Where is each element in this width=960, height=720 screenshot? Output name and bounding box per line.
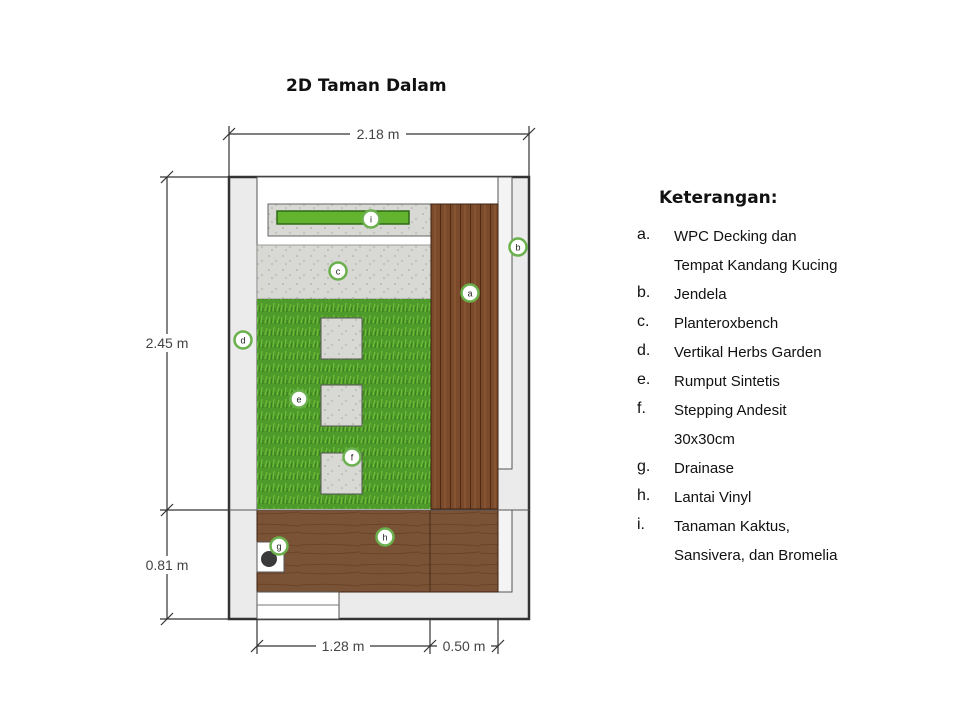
legend-text: Planteroxbench — [674, 315, 779, 332]
vinyl-floor — [256, 509, 499, 593]
legend-item-b: b. Jendela — [637, 284, 937, 313]
legend-item-d: d. Vertikal Herbs Garden — [637, 342, 937, 371]
plan-title: 2D Taman Dalam — [286, 76, 447, 96]
window-lower — [497, 509, 513, 593]
marker-e: e — [289, 389, 309, 409]
marker-i: i — [361, 209, 381, 229]
legend-letter: d. — [637, 342, 651, 359]
legend-text: Lantai Vinyl — [674, 489, 752, 506]
svg-text:b: b — [515, 243, 520, 253]
window — [497, 176, 513, 470]
legend-text: Vertikal Herbs Garden — [674, 344, 822, 361]
legend-letter: f. — [637, 400, 646, 417]
legend-item-i: i. Tanaman Kaktus, — [637, 516, 937, 545]
svg-text:a: a — [467, 289, 472, 299]
legend-text: Drainase — [674, 460, 735, 477]
svg-text:g: g — [276, 542, 281, 552]
legend-text: Rumput Sintetis — [674, 373, 780, 390]
svg-text:h: h — [382, 533, 387, 543]
dimension-bottom-right-label: 0.50 m — [443, 638, 486, 654]
legend-item-a: a. WPC Decking dan — [637, 226, 937, 255]
svg-text:d: d — [240, 336, 245, 346]
legend-letter: e. — [637, 371, 651, 388]
legend-letter: h. — [637, 487, 651, 504]
marker-g: g — [269, 536, 289, 556]
marker-b: b — [508, 237, 528, 257]
legend-letter: g. — [637, 458, 651, 475]
legend-text: 30x30cm — [674, 431, 735, 448]
legend-letter: c. — [637, 313, 650, 330]
wpc-decking — [430, 203, 499, 510]
marker-d: d — [233, 330, 253, 350]
drainage-icon — [261, 551, 277, 567]
marker-f: f — [342, 447, 362, 467]
legend-text: Tempat Kandang Kucing — [674, 257, 838, 274]
legend-text: WPC Decking dan — [674, 228, 797, 245]
svg-text:i: i — [370, 215, 372, 225]
legend-item-e: e. Rumput Sintetis — [637, 371, 937, 400]
legend-text: Jendela — [674, 286, 727, 303]
legend-item-a-cont: Tempat Kandang Kucing — [637, 255, 937, 284]
legend-item-f-cont: 30x30cm — [637, 429, 937, 458]
legend-letter: a. — [637, 226, 651, 243]
marker-c: c — [328, 261, 348, 281]
svg-text:e: e — [296, 395, 301, 405]
dimension-width-label: 2.18 m — [357, 126, 400, 142]
marker-a: a — [460, 283, 480, 303]
legend-letter: b. — [637, 284, 651, 301]
legend-item-c: c. Planteroxbench — [637, 313, 937, 342]
legend-item-g: g. Drainase — [637, 458, 937, 487]
svg-text:c: c — [336, 267, 341, 277]
legend-item-h: h. Lantai Vinyl — [637, 487, 937, 516]
legend-text: Tanaman Kaktus, — [674, 518, 790, 535]
stepping-stone — [320, 317, 363, 360]
legend-title: Keterangan: — [659, 188, 778, 208]
dimension-height-label: 2.45 m — [146, 335, 189, 351]
legend-item-i-cont: Sansivera, dan Bromelia — [637, 545, 937, 574]
cactus-planting — [276, 210, 410, 225]
stepping-stone — [320, 384, 363, 427]
legend-text: Stepping Andesit — [674, 402, 787, 419]
dimension-left — [160, 170, 229, 626]
legend-item-f: f. Stepping Andesit — [637, 400, 937, 429]
dimension-height-bottom-label: 0.81 m — [146, 557, 189, 573]
legend: a. WPC Decking dan Tempat Kandang Kucing… — [637, 226, 937, 574]
marker-h: h — [375, 527, 395, 547]
svg-text:f: f — [351, 453, 354, 463]
legend-text: Sansivera, dan Bromelia — [674, 547, 838, 564]
legend-letter: i. — [637, 516, 645, 533]
dimension-bottom-left-label: 1.28 m — [322, 638, 365, 654]
